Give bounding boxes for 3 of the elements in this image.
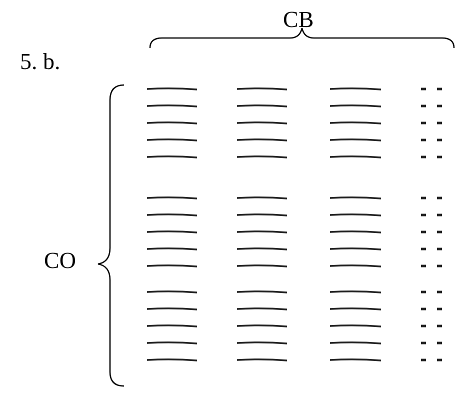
label-text: 5. b. [20,50,60,73]
label-text: CO [44,249,76,272]
label-text: CB [283,8,314,31]
